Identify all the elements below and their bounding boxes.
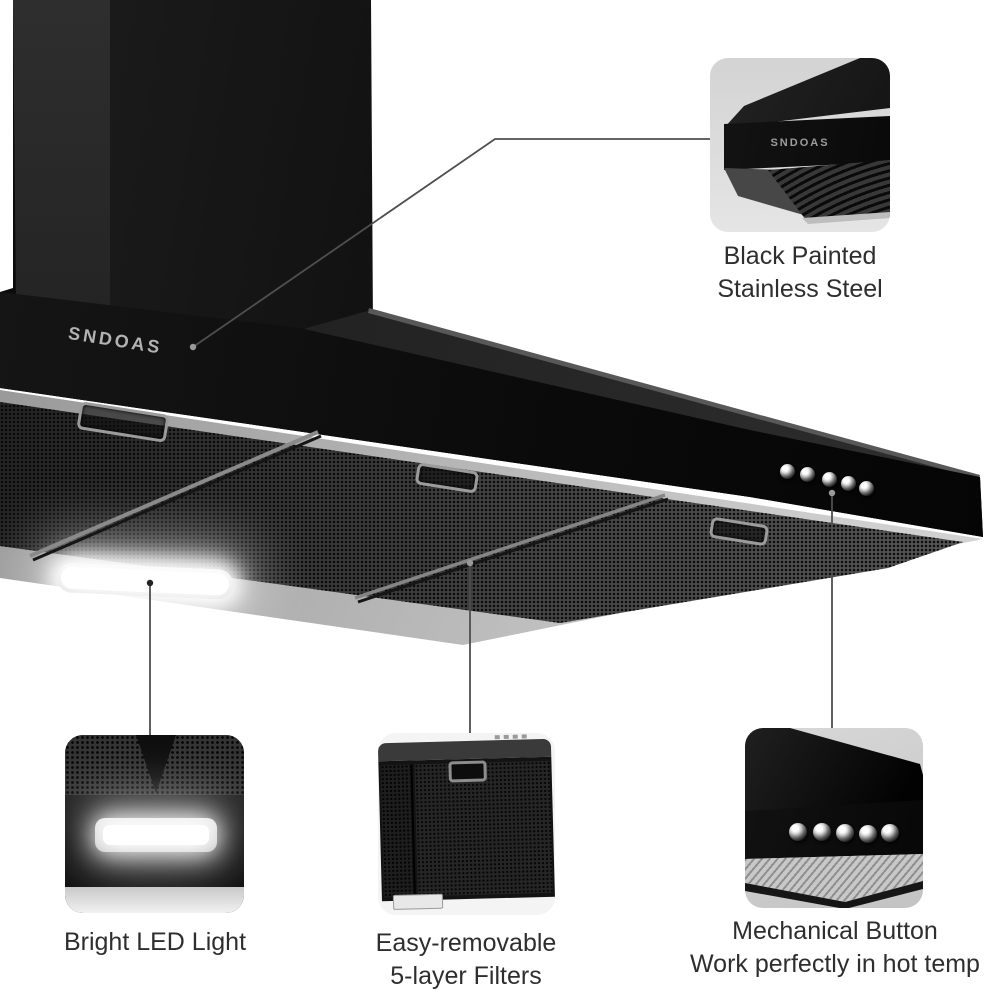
control-button: [822, 472, 837, 487]
inset-filter-label: [392, 893, 444, 910]
callout-line-stainless: [192, 138, 710, 348]
inset-stainless-steel: SNDOAS: [710, 58, 890, 232]
filter-rail: [354, 493, 666, 600]
inset-mechanical-buttons: [745, 728, 923, 908]
inset-led-glow: [103, 825, 209, 845]
callout-dot-buttons: [828, 489, 836, 497]
caption-line: 5-layer Filters: [390, 962, 542, 990]
inset-front-band: [724, 116, 890, 170]
filter-rail-shadow: [32, 434, 322, 562]
caption-line: Work perfectly in hot temp: [690, 950, 980, 978]
caption-line: Easy-removable: [375, 929, 557, 957]
caption-line: Stainless Steel: [717, 275, 883, 303]
callout-dot-filters: [466, 559, 474, 567]
control-button: [800, 467, 815, 482]
control-button: [859, 481, 874, 496]
caption-mechanical-buttons: Mechanical Button Work perfectly in hot …: [675, 915, 995, 981]
filter-rail: [29, 430, 319, 558]
callout-dot-led: [146, 579, 154, 587]
inset-filters: [378, 733, 555, 915]
inset-control-button: [813, 823, 831, 841]
inset-lit-surface: [65, 887, 244, 913]
control-button: [841, 476, 856, 491]
inset-logo-marks: [512, 734, 518, 739]
filter-rail-shadow: [357, 497, 669, 604]
inset-filter-photo: [378, 733, 555, 915]
caption-line: Black Painted: [723, 242, 877, 270]
inset-filter-handle: [448, 760, 487, 783]
caption-line: Bright LED Light: [63, 928, 247, 956]
caption-led-light: Bright LED Light: [30, 926, 280, 959]
inset-logo-marks: [494, 735, 500, 740]
caption-stainless-steel: Black Painted Stainless Steel: [695, 240, 905, 306]
caption-filters: Easy-removable 5-layer Filters: [351, 927, 581, 993]
inset-led-light: [65, 735, 244, 913]
control-button: [780, 464, 795, 479]
inset-control-button: [789, 823, 807, 841]
inset-logo-marks: [503, 734, 509, 739]
inset-logo-marks: [521, 734, 527, 739]
callout-dot-stainless: [189, 343, 197, 351]
caption-line: Mechanical Button: [732, 917, 938, 945]
inset-brand-logo: SNDOAS: [770, 137, 830, 149]
inset-control-button: [881, 824, 899, 842]
inset-filter-side-panel: [380, 764, 416, 898]
inset-control-button: [859, 825, 877, 843]
inset-control-button: [836, 824, 854, 842]
